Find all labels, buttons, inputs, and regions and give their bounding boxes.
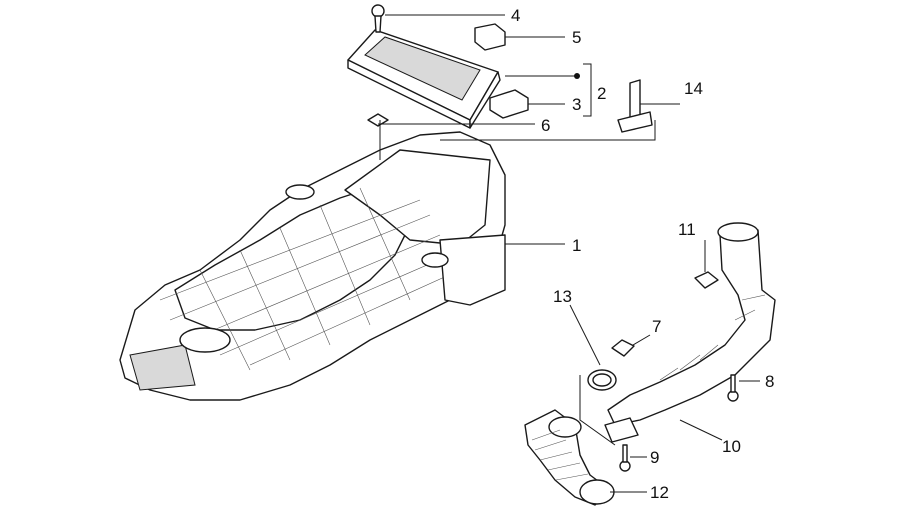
callout-7: 7 (652, 317, 661, 336)
screw-part-8 (727, 374, 739, 402)
callout-3: 3 (572, 95, 581, 114)
callout-1: 1 (572, 236, 581, 255)
callout-9: 9 (650, 448, 659, 467)
screw-part-9 (619, 444, 631, 472)
clip-part-11 (694, 271, 719, 289)
callout-14: 14 (684, 79, 703, 98)
callout-11: 11 (678, 220, 696, 239)
callout-5: 5 (572, 28, 581, 47)
callout-labels: 4 5 2 3 6 14 1 11 13 7 8 10 9 12 (511, 6, 774, 502)
helmet-compartment-part (119, 131, 506, 401)
callout-4: 4 (511, 6, 520, 25)
callout-2: 2 (597, 84, 606, 103)
callout-10: 10 (722, 437, 741, 456)
nut-part-6 (367, 113, 389, 127)
clip-part-5 (474, 23, 506, 51)
leader-lines (378, 14, 760, 493)
bracket-part-14 (617, 79, 653, 133)
callout-8: 8 (765, 372, 774, 391)
corrugated-hose-part (524, 409, 615, 506)
filter-cover-part (347, 29, 501, 129)
callout-13: 13 (553, 287, 572, 306)
callout-12: 12 (650, 483, 669, 502)
clip-part-3 (489, 89, 529, 119)
screw-part-4 (371, 4, 385, 33)
clamp-part-13 (587, 369, 617, 391)
clip-part-7 (611, 339, 635, 357)
callout-6: 6 (541, 116, 550, 135)
intake-duct-part (604, 222, 776, 443)
